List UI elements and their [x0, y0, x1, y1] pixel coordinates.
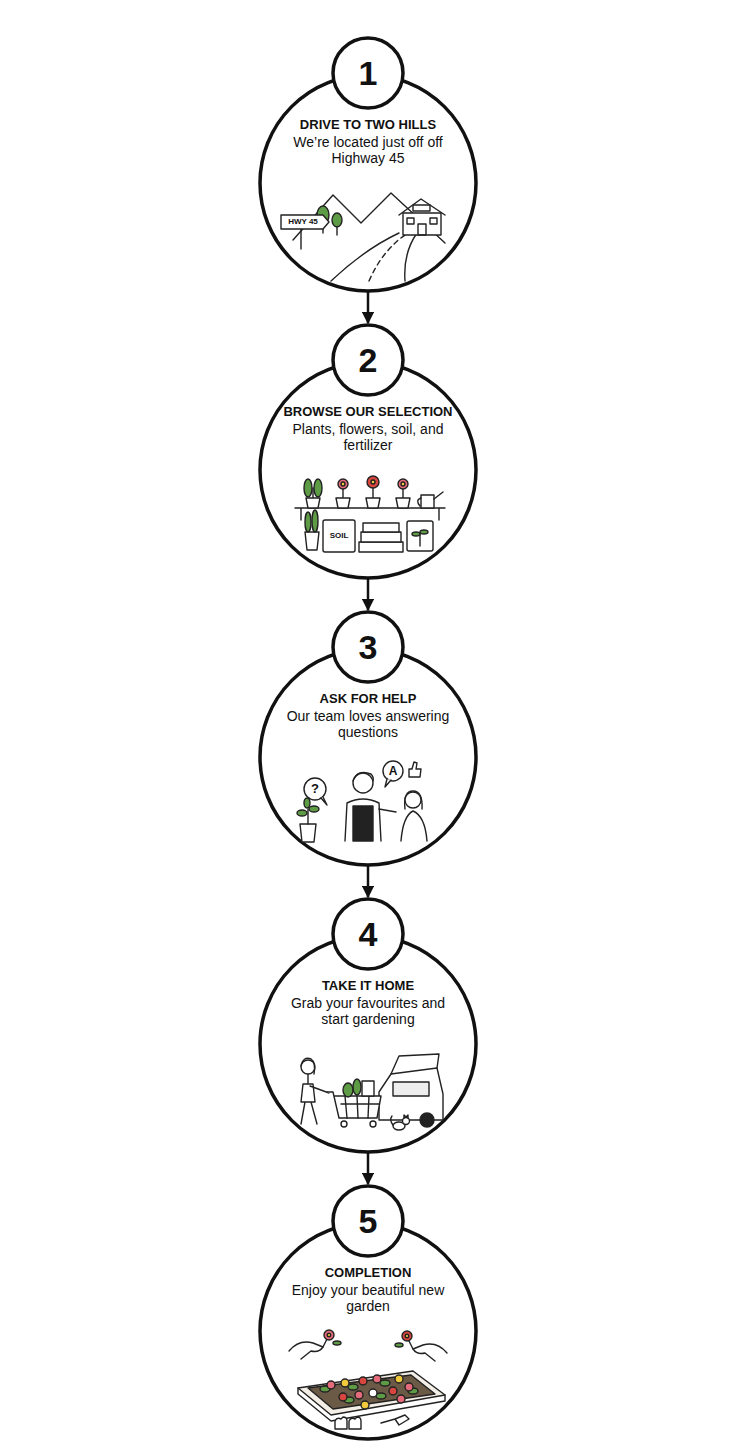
number-holder: 5 — [253, 1201, 483, 1241]
flow-arrow — [367, 1152, 370, 1184]
step-description: We’re located just off off Highway 45 — [282, 134, 454, 166]
step-heading: ASK FOR HELP — [320, 691, 417, 707]
step-number: 1 — [253, 53, 483, 93]
illustration-label: A — [383, 763, 403, 779]
step-drawing — [295, 476, 445, 552]
step-drawing — [301, 1054, 443, 1130]
step-heading: BROWSE OUR SELECTION — [283, 404, 452, 420]
step-number: 3 — [253, 627, 483, 667]
step-node: 4TAKE IT HOMEGrab your favourites and st… — [253, 896, 483, 1154]
step-description: Our team loves answering questions — [282, 708, 454, 740]
number-holder: 2 — [253, 340, 483, 380]
flow-arrow — [367, 291, 370, 323]
step-number: 2 — [253, 340, 483, 380]
step-drawing — [297, 761, 427, 842]
number-holder: 4 — [253, 914, 483, 954]
step-drawing — [281, 193, 445, 281]
step-node: 5COMPLETIONEnjoy your beautiful new gard… — [253, 1183, 483, 1441]
step-node: 1DRIVE TO TWO HILLSWe’re located just of… — [253, 35, 483, 293]
flow-arrow — [367, 865, 370, 897]
illustration-label: ? — [304, 780, 326, 798]
step-number: 4 — [253, 914, 483, 954]
text-holder: COMPLETIONEnjoy your beautiful new garde… — [253, 1265, 483, 1314]
step-node: 3ASK FOR HELPOur team loves answering qu… — [253, 609, 483, 867]
step-heading: COMPLETION — [325, 1265, 412, 1281]
step-number: 5 — [253, 1201, 483, 1241]
number-holder: 1 — [253, 53, 483, 93]
text-holder: ASK FOR HELPOur team loves answering que… — [253, 691, 483, 740]
text-holder: TAKE IT HOMEGrab your favourites and sta… — [253, 978, 483, 1027]
illustration-label: SOIL — [323, 530, 355, 542]
text-holder: DRIVE TO TWO HILLSWe’re located just off… — [253, 117, 483, 166]
step-heading: TAKE IT HOME — [322, 978, 414, 994]
step-drawing — [289, 1330, 447, 1429]
number-holder: 3 — [253, 627, 483, 667]
step-node: 2BROWSE OUR SELECTIONPlants, flowers, so… — [253, 322, 483, 580]
step-description: Plants, flowers, soil, and fertilizer — [282, 421, 454, 453]
step-description: Enjoy your beautiful new garden — [282, 1282, 454, 1314]
step-description: Grab your favourites and start gardening — [282, 995, 454, 1027]
flow-arrow — [367, 578, 370, 610]
illustration-label: HWY 45 — [281, 216, 325, 228]
text-holder: BROWSE OUR SELECTIONPlants, flowers, soi… — [253, 404, 483, 453]
step-heading: DRIVE TO TWO HILLS — [300, 117, 436, 133]
